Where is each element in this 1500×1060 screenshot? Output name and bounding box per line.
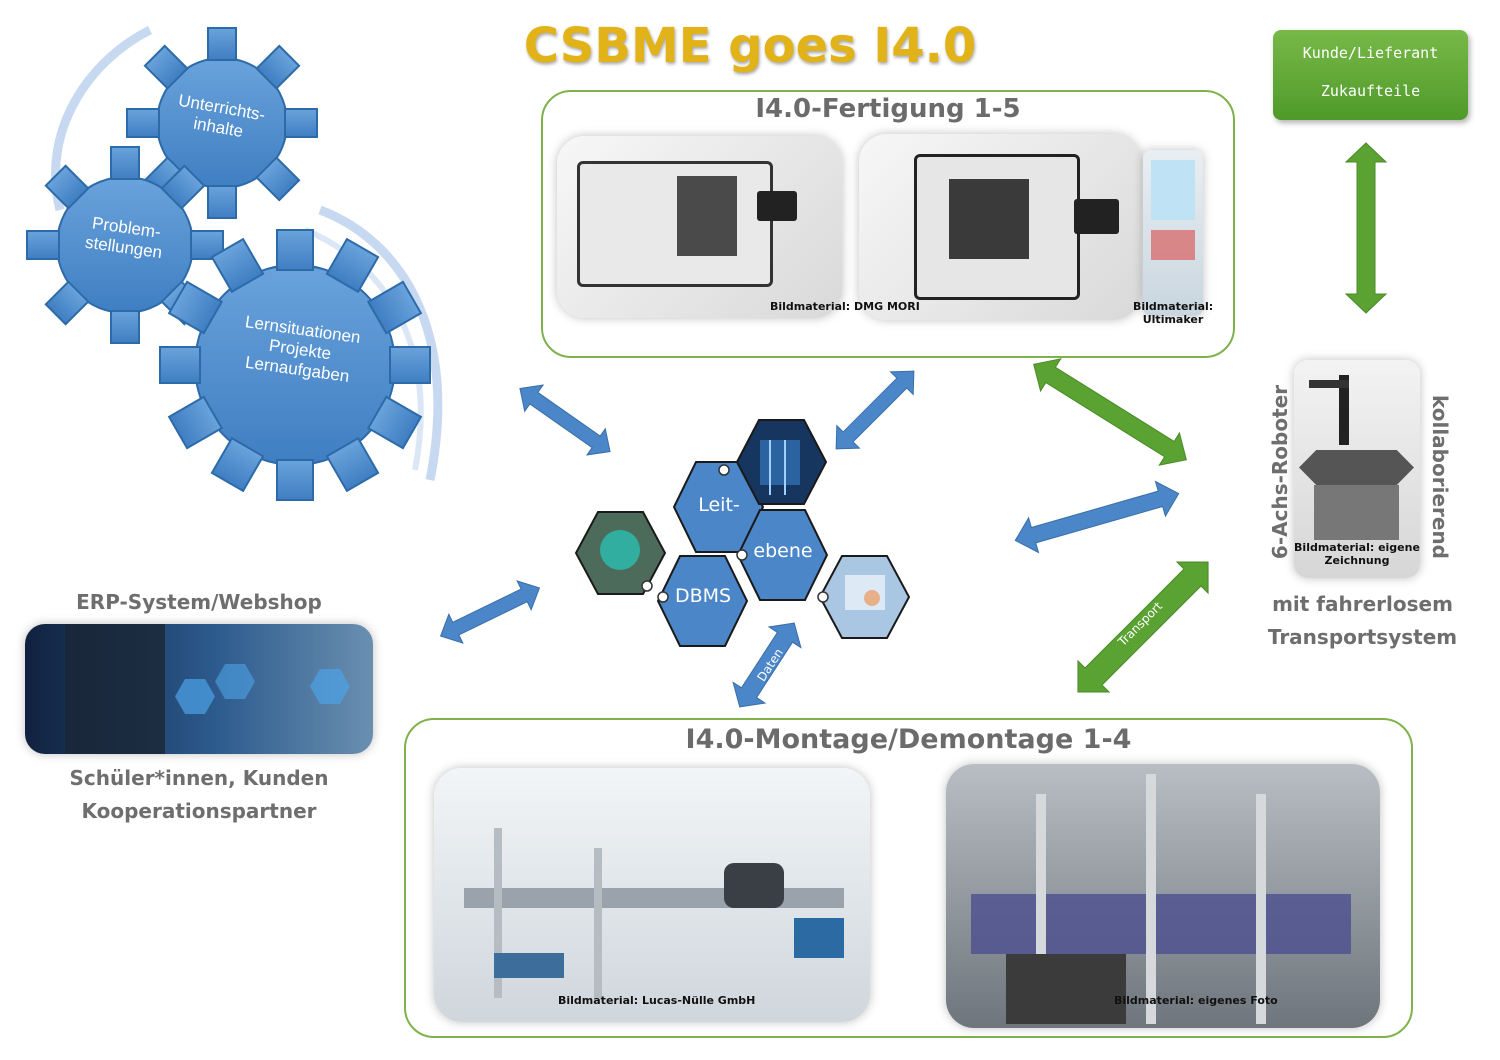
erp-caption-2: Kooperationspartner (81, 799, 317, 823)
arrow-hub-robot (1014, 480, 1180, 554)
supplier-line2: Zukaufteile (1320, 82, 1421, 100)
hex-leit-label: Leit- (698, 494, 740, 516)
credit-robot: Bildmaterial: eigene Zeichnung (1294, 541, 1420, 567)
credit-dmg-mori: Bildmaterial: DMG MORI (770, 300, 920, 313)
supplier-button[interactable]: Kunde/Lieferant Zukaufteile (1273, 30, 1468, 120)
page-title: CSBME goes I4.0 (523, 18, 977, 74)
hex-image-details (600, 440, 885, 610)
fertigung-title: I4.0-Fertigung 1-5 (755, 94, 1021, 124)
milling-machine-image (859, 134, 1141, 320)
arrow-gears-hub (519, 384, 611, 456)
arrow-hub-erp (439, 580, 541, 644)
gear-large-icon (159, 229, 431, 501)
erp-caption: Schüler*innen, Kunden Kooperationspartne… (25, 762, 373, 828)
arrow-fertigung-robot (1033, 358, 1187, 466)
robot-image (1294, 360, 1420, 578)
arrow-supplier-robot (1344, 142, 1388, 314)
arrow-transport (1077, 561, 1209, 693)
robot-label-kollaborierend: kollaborierend (1428, 394, 1452, 560)
erp-image (25, 624, 373, 754)
robot-label-6-achs: 6-Achs-Roboter (1268, 384, 1292, 560)
credit-lucas-nuelle: Bildmaterial: Lucas-Nülle GmbH (558, 994, 756, 1007)
hex-connector-dots (641, 464, 829, 603)
credit-eigenes-foto: Bildmaterial: eigenes Foto (1114, 994, 1278, 1007)
credit-ultimaker: Bildmaterial: Ultimaker (1133, 300, 1213, 326)
credit-ultimaker-2: Ultimaker (1142, 313, 1204, 326)
arrow-hub-fertigung (835, 370, 915, 450)
credit-robot-2: Zeichnung (1324, 554, 1390, 567)
robot-caption-1: mit fahrerlosem (1272, 592, 1453, 616)
montage-box: I4.0-Montage/Demontage 1-4 Bildmaterial:… (404, 718, 1413, 1038)
credit-ultimaker-1: Bildmaterial: (1133, 300, 1214, 313)
lathe-machine-image (557, 136, 842, 318)
3d-printer-image (1143, 150, 1203, 316)
hex-dbms (656, 555, 749, 647)
eigenes-foto-image (946, 764, 1380, 1028)
arrow-hub-montage (732, 622, 802, 708)
montage-title: I4.0-Montage/Demontage 1-4 (685, 724, 1132, 755)
supplier-line1: Kunde/Lieferant (1302, 44, 1439, 62)
credit-robot-1: Bildmaterial: eigene (1294, 541, 1420, 554)
hex-ebene-label: ebene (753, 540, 813, 562)
hex-dbms-label: DBMS (674, 585, 732, 607)
lucas-nuelle-image (434, 768, 870, 1022)
fertigung-box: I4.0-Fertigung 1-5 Bildmaterial: DMG MOR… (541, 90, 1235, 358)
robot-caption: mit fahrerlosem Transportsystem (1250, 588, 1475, 654)
erp-title: ERP-System/Webshop (76, 590, 322, 614)
robot-caption-2: Transportsystem (1267, 625, 1458, 649)
erp-caption-1: Schüler*innen, Kunden (69, 766, 329, 790)
